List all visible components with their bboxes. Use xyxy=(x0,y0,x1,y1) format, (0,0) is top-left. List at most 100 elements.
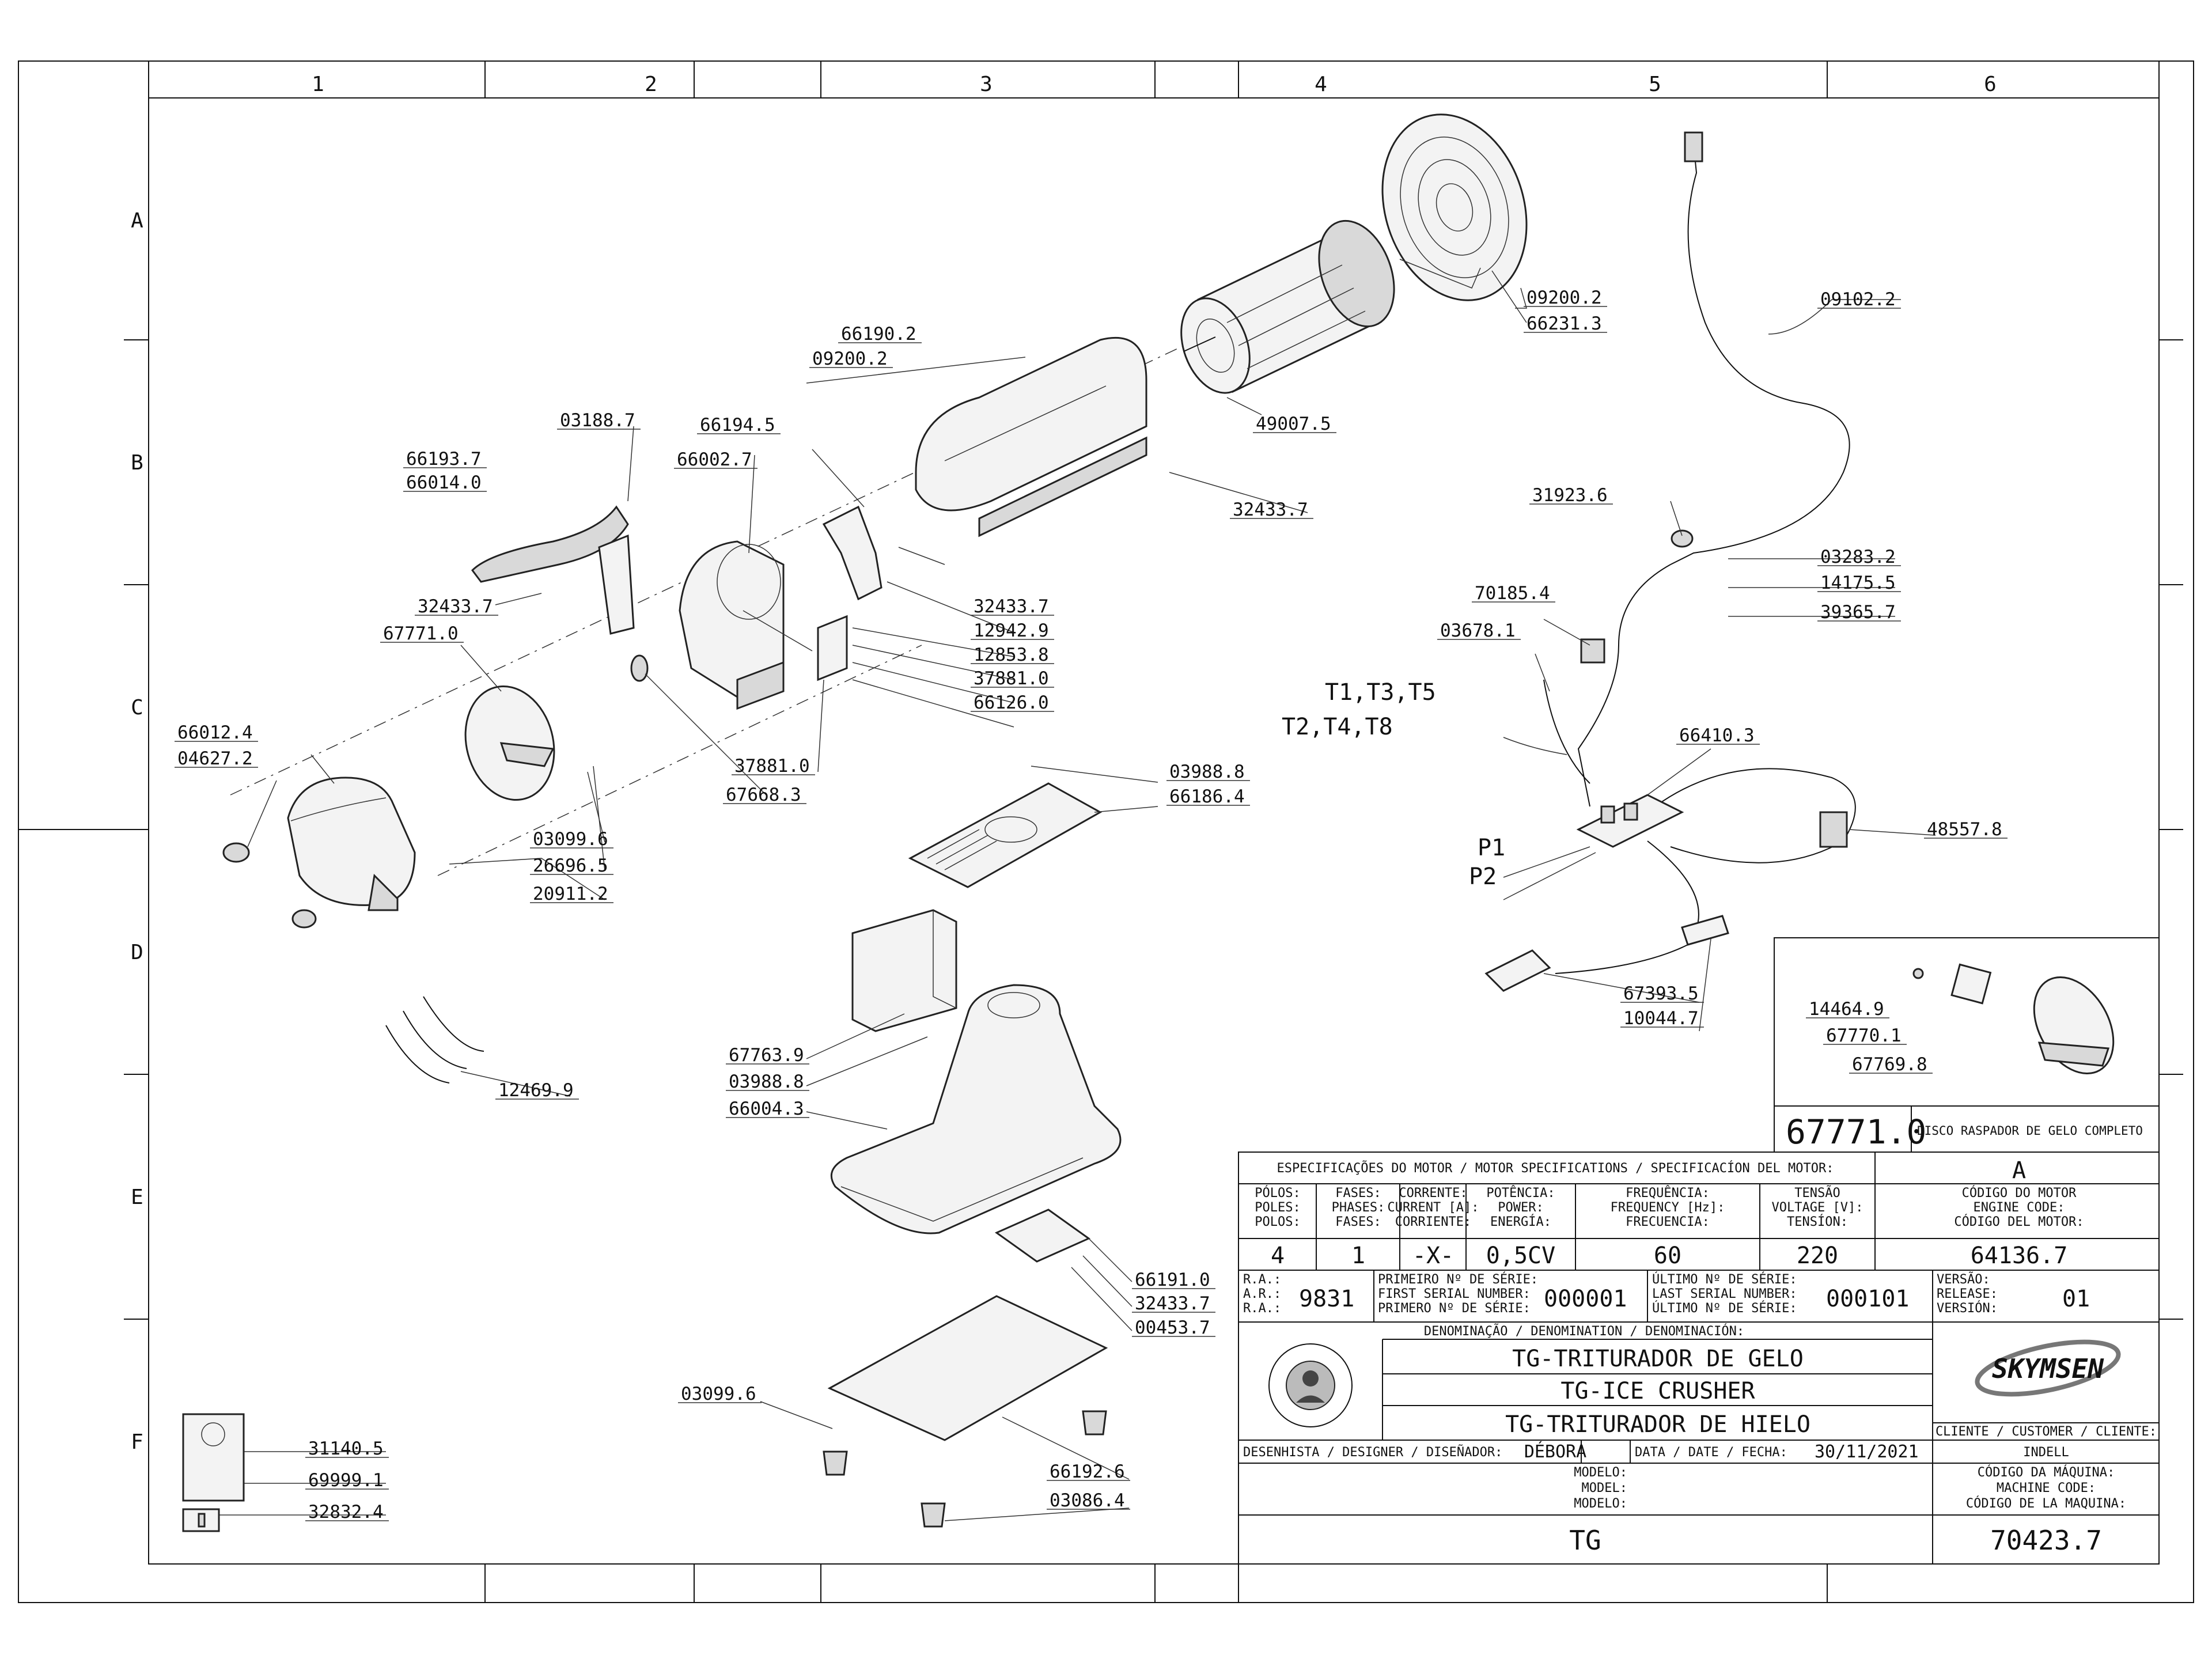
machine-code-label-es: CÓDIGO DE LA MAQUINA: xyxy=(1966,1496,2126,1511)
callout-20911-2: 20911.2 xyxy=(533,884,608,904)
release-label-es: VERSIÓN: xyxy=(1937,1301,1998,1316)
phases-label-es: FASES: xyxy=(1335,1215,1381,1229)
zone-side-e: E xyxy=(131,1185,143,1209)
callout-66231-3: 66231.3 xyxy=(1527,313,1602,334)
manual-booklet xyxy=(182,1413,245,1532)
terminal-t2-t4-t8: T2,T4,T8 xyxy=(1282,714,1393,740)
denomination-header: DENOMINAÇÃO / DENOMINATION / DENOMINACIÓ… xyxy=(1424,1323,1744,1339)
callout-67668-3: 67668.3 xyxy=(726,785,801,805)
zone-side-f: F xyxy=(131,1430,143,1454)
base-tray xyxy=(827,1295,1108,1441)
callout-03988-8-a: 03988.8 xyxy=(1169,762,1245,782)
poles-label-pt: PÓLOS: xyxy=(1255,1185,1300,1200)
callout-32433-7-b: 32433.7 xyxy=(418,596,493,617)
zone-side-a: A xyxy=(131,209,143,233)
callout-03099-6-a: 03099.6 xyxy=(533,829,608,850)
callout-39365-7: 39365.7 xyxy=(1820,602,1896,623)
poles-value: 4 xyxy=(1271,1243,1285,1269)
callout-03678-1: 03678.1 xyxy=(1440,620,1516,641)
date-label: DATA / DATE / FECHA: xyxy=(1635,1445,1787,1460)
callout-66002-7: 66002.7 xyxy=(677,449,752,470)
frequency-label-pt: FREQUÊNCIA: xyxy=(1626,1185,1710,1200)
authorized-service-seal xyxy=(1268,1343,1353,1427)
callout-31140-5: 31140.5 xyxy=(308,1438,384,1459)
callout-66190-2: 66190.2 xyxy=(841,324,916,344)
brand-name: SKYMSEN xyxy=(1992,1353,2104,1384)
customer-value: INDELL xyxy=(2023,1445,2069,1460)
terminal-t1-t3-t5: T1,T3,T5 xyxy=(1325,679,1436,706)
callout-67393-5: 67393.5 xyxy=(1623,983,1699,1004)
first-serial-label-en: FIRST SERIAL NUMBER: xyxy=(1378,1287,1531,1301)
callout-66410-3: 66410.3 xyxy=(1679,725,1755,746)
cylindrical-housing xyxy=(915,336,1147,537)
frequency-value: 60 xyxy=(1654,1243,1681,1269)
voltage-label-pt: TENSÃO xyxy=(1794,1185,1840,1200)
callout-04627-2: 04627.2 xyxy=(177,748,253,769)
foot-1 xyxy=(823,1450,848,1476)
last-serial-label-en: LAST SERIAL NUMBER: xyxy=(1652,1287,1797,1301)
callout-12469-9: 12469.9 xyxy=(498,1080,574,1101)
feed-chute xyxy=(679,540,785,710)
reed-sensor xyxy=(1681,915,1729,946)
control-box xyxy=(851,909,957,1032)
poles-label-es: POLOS: xyxy=(1255,1215,1300,1229)
ra-value: 9831 xyxy=(1299,1286,1354,1312)
title-block: ESPECIFICAÇÕES DO MOTOR / MOTOR SPECIFIC… xyxy=(1238,1152,2160,1565)
callout-66186-4: 66186.4 xyxy=(1169,786,1245,807)
zone-side-d: D xyxy=(131,941,143,964)
cable-gland xyxy=(1671,529,1694,548)
power-label-pt: POTÊNCIA: xyxy=(1486,1185,1555,1200)
callout-09102-2: 09102.2 xyxy=(1820,289,1896,310)
callout-70185-4: 70185.4 xyxy=(1475,583,1550,604)
designer-value: DÉBORA xyxy=(1524,1441,1586,1462)
callout-03188-7: 03188.7 xyxy=(560,410,635,431)
phases-value: 1 xyxy=(1351,1243,1365,1269)
magnetic-sensor xyxy=(1484,949,1551,992)
detail-description: DISCO RASPADOR DE GELO COMPLETO xyxy=(1917,1124,2143,1138)
drawing-frame xyxy=(18,60,2194,1603)
callout-66014-0: 66014.0 xyxy=(406,472,482,493)
foot-2 xyxy=(921,1502,946,1528)
current-label-pt: CORRENTE: xyxy=(1399,1186,1467,1200)
callout-labels: 09200.2 66231.3 09102.2 66190.2 09200.2 … xyxy=(175,287,2008,1522)
zone-labels: 1 2 3 4 5 6 A B C D E F xyxy=(131,73,1997,1454)
power-cord xyxy=(1670,131,1850,565)
callout-03099-6-b: 03099.6 xyxy=(681,1384,756,1404)
foot-3 xyxy=(1082,1410,1107,1435)
bearing xyxy=(630,654,649,682)
machine-stand xyxy=(830,984,1122,1234)
callout-66004-3: 66004.3 xyxy=(729,1099,804,1119)
phases-label-pt: FASES: xyxy=(1335,1186,1381,1200)
callout-14175-5: 14175.5 xyxy=(1820,573,1896,593)
engine-code-label-es: CÓDIGO DEL MOTOR: xyxy=(1954,1214,2084,1229)
engine-code-label-pt: CÓDIGO DO MOTOR xyxy=(1962,1185,2077,1200)
knob-1 xyxy=(222,842,250,863)
callout-14464-9: 14464.9 xyxy=(1809,999,1884,1020)
zone-top-6: 6 xyxy=(1984,73,1997,96)
pusher-lever xyxy=(471,505,635,635)
callout-66191-0: 66191.0 xyxy=(1135,1270,1210,1290)
callout-00453-7: 00453.7 xyxy=(1135,1317,1210,1338)
motor-end-cover xyxy=(1381,113,1528,301)
callout-67769-8: 67769.8 xyxy=(1852,1054,1927,1075)
product-name-en: TG-ICE CRUSHER xyxy=(1560,1378,1755,1404)
release-label-en: RELEASE: xyxy=(1937,1287,1998,1301)
engine-code-label-en: ENGINE CODE: xyxy=(1974,1200,2065,1215)
first-serial-value: 000001 xyxy=(1544,1286,1627,1312)
callout-66193-7: 66193.7 xyxy=(406,449,482,469)
current-value: -X- xyxy=(1412,1243,1454,1269)
callout-49007-5: 49007.5 xyxy=(1256,414,1331,434)
frequency-label-es: FRECUENCIA: xyxy=(1626,1215,1710,1229)
product-name-es: TG-TRITURADOR DE HIELO xyxy=(1505,1411,1810,1438)
callout-26696-5: 26696.5 xyxy=(533,855,608,876)
model-label-es: MODELO: xyxy=(1574,1497,1627,1511)
callout-66192-6: 66192.6 xyxy=(1050,1461,1125,1482)
callout-12942-9: 12942.9 xyxy=(974,620,1049,641)
machine-code-label-pt: CÓDIGO DA MÁQUINA: xyxy=(1978,1465,2115,1480)
ra-label-en: A.R.: xyxy=(1243,1287,1281,1301)
callout-69999-1: 69999.1 xyxy=(308,1470,384,1491)
motor-spec-header: ESPECIFICAÇÕES DO MOTOR / MOTOR SPECIFIC… xyxy=(1277,1160,1834,1176)
callout-32433-7-c: 32433.7 xyxy=(974,596,1049,617)
knob-2 xyxy=(291,909,317,929)
frequency-label-en: FREQUENCY [Hz]: xyxy=(1611,1200,1725,1215)
